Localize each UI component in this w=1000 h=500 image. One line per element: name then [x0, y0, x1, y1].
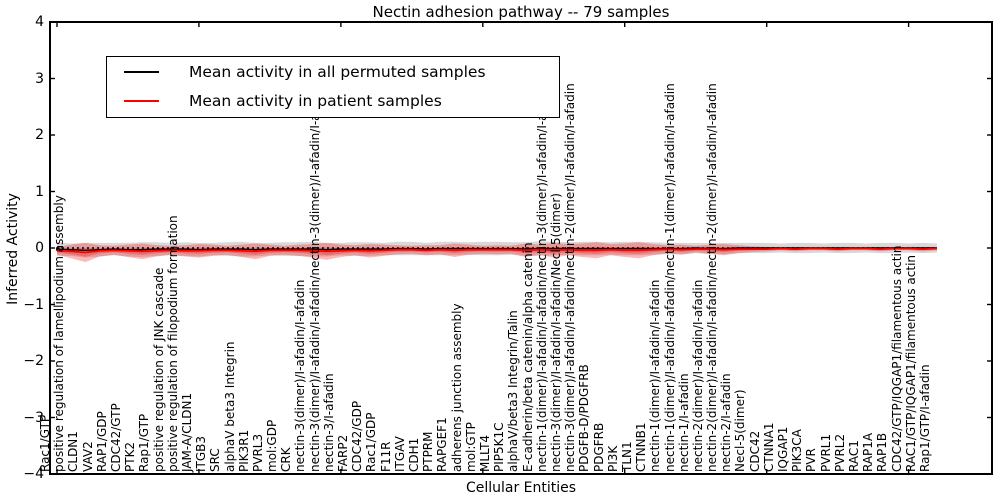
x-entity-label: adherens junction assembly	[449, 303, 464, 472]
x-entity-label: MLLT4	[478, 434, 492, 472]
x-entity-label: nectin-2(dimer)/I-afadin/I-afadin/nectin…	[705, 83, 720, 472]
x-entity-label: alphaV beta3 Integrin	[222, 341, 237, 472]
x-entity-label: nectin-1/I-afadin	[676, 373, 691, 472]
x-entity-label: CTNNA1	[761, 422, 776, 472]
x-entity-label: CDC42	[747, 430, 762, 472]
x-entity-label: PIP5K1C	[492, 422, 507, 472]
x-entity-label: nectin-3(dimer)/I-afadin/I-afadin/nectin…	[307, 83, 322, 472]
legend-line-red	[124, 99, 159, 102]
x-entity-label: ITGAV	[392, 436, 407, 472]
x-entity-label: Rac1/GTP	[38, 414, 52, 472]
x-entity-label: nectin-3/I-afadin	[321, 373, 336, 472]
legend-label-permuted: Mean activity in all permuted samples	[189, 62, 486, 81]
x-entity-label: JAM-A/CLDN1	[179, 392, 194, 472]
y-tick-label: 1	[35, 183, 44, 200]
x-entity-label: PVR	[804, 448, 819, 472]
x-entity-label: VAV2	[80, 441, 95, 472]
x-entity-label: RAC1/GTP/IQGAP1/filamentous actin	[903, 254, 918, 472]
x-entity-label: CDC42/GTP	[108, 403, 123, 472]
x-entity-label: PVRL2	[832, 433, 847, 472]
x-entity-label: PTPRM	[421, 431, 436, 473]
x-entity-label: mol:GDP	[265, 419, 280, 472]
x-entity-label: CDC42/GDP	[350, 400, 365, 472]
x-entity-label: Rac1/GDP	[364, 412, 379, 472]
x-entity-label: RAC1	[847, 440, 862, 472]
y-tick-label: 2	[35, 127, 44, 143]
x-entity-label: positive regulation of filopodium format…	[165, 215, 180, 472]
x-entity-label: Rap1/GTP/I-afadin	[918, 364, 932, 472]
legend-row-patient: Mean activity in patient samples	[107, 86, 559, 115]
x-entity-label: PIK3CA	[790, 429, 805, 472]
y-tick-label: 4	[35, 14, 44, 30]
x-entity-label: nectin-1(dimer)/I-afadin/I-afadin/nectin…	[534, 83, 549, 472]
x-entity-label: nectin-2(dimer)/I-afadin/I-afadin	[690, 279, 705, 472]
x-entity-label: nectin-1(dimer)/I-afadin/I-afadin	[648, 279, 663, 472]
x-entity-label: FARP2	[336, 434, 351, 472]
x-entity-label: RAP1A	[861, 432, 876, 472]
x-entity-label: alphaV/beta3 Integrin/Talin	[506, 310, 521, 472]
x-entity-label: positive regulation of lamellipodium ass…	[52, 195, 67, 472]
patient-mean-line	[56, 247, 938, 254]
x-entity-label: PDGFRB	[591, 422, 606, 472]
y-tick-label: −3	[23, 409, 44, 426]
y-tick-label: −2	[23, 353, 44, 369]
x-entity-label: nectin-3(dimer)/I-afadin/I-afadin/Necl-5…	[548, 193, 563, 472]
x-entity-label: positive regulation of JNK cascade	[151, 267, 166, 472]
x-entity-label: RAP1B	[875, 432, 890, 472]
x-entity-label: RAPGEF1	[435, 417, 450, 472]
x-entity-label: ITGB3	[194, 435, 209, 472]
x-entity-label: CDH1	[407, 437, 422, 472]
patient-std-band	[57, 242, 937, 263]
x-entity-label: TLN1	[619, 441, 634, 472]
x-entity-label: PVRL1	[818, 433, 833, 472]
y-tick-label: 3	[35, 70, 44, 87]
y-tick-label: −1	[23, 296, 44, 313]
x-entity-label: E-cadherin/beta catenin/alpha catenin	[520, 242, 535, 472]
x-entity-label: CTNNB1	[634, 422, 649, 472]
legend-line-black	[124, 70, 159, 73]
legend: Mean activity in all permuted samples Me…	[106, 56, 560, 118]
x-entity-label: PDGFB-D/PDGFRB	[577, 364, 592, 472]
x-entity-label: nectin-3(dimer)/I-afadin/I-afadin	[293, 279, 308, 472]
x-entity-label: RAP1/GDP	[94, 411, 109, 472]
chart-title: Nectin adhesion pathway -- 79 samples	[372, 3, 670, 21]
axis-frame	[49, 21, 993, 475]
y-tick-label: 0	[35, 240, 44, 256]
x-entity-label: nectin-3(dimer)/I-afadin/I-afadin/nectin…	[563, 83, 578, 472]
chart-canvas	[49, 21, 993, 475]
x-entity-label: PTK2	[123, 441, 138, 472]
x-entity-label: mol:GTP	[463, 422, 478, 472]
x-entity-label: PVRL3	[250, 433, 265, 472]
x-entity-label: PI3K	[605, 445, 620, 472]
x-entity-label: Necl-5(dimer)	[733, 389, 748, 472]
x-entity-label: Rap1/GTP	[137, 413, 152, 472]
y-tick-label: −4	[23, 466, 44, 482]
x-entity-label: IQGAP1	[776, 426, 791, 472]
x-entity-label: SRC	[208, 448, 223, 472]
x-entity-label: nectin-2/I-afadin	[719, 373, 734, 472]
x-entity-label: CRK	[279, 447, 294, 472]
x-entity-label: CLDN1	[66, 431, 81, 472]
x-entity-label: PIK3R1	[236, 429, 251, 472]
x-entity-label: nectin-1(dimer)/I-afadin/I-afadin/nectin…	[662, 83, 677, 472]
x-entity-label: CDC42/GTP/IQGAP1/filamentous actin	[889, 245, 904, 472]
legend-label-patient: Mean activity in patient samples	[189, 91, 442, 110]
x-axis-label: Cellular Entities	[465, 480, 577, 496]
x-entity-label: F11R	[378, 441, 393, 472]
legend-row-permuted: Mean activity in all permuted samples	[107, 57, 559, 86]
